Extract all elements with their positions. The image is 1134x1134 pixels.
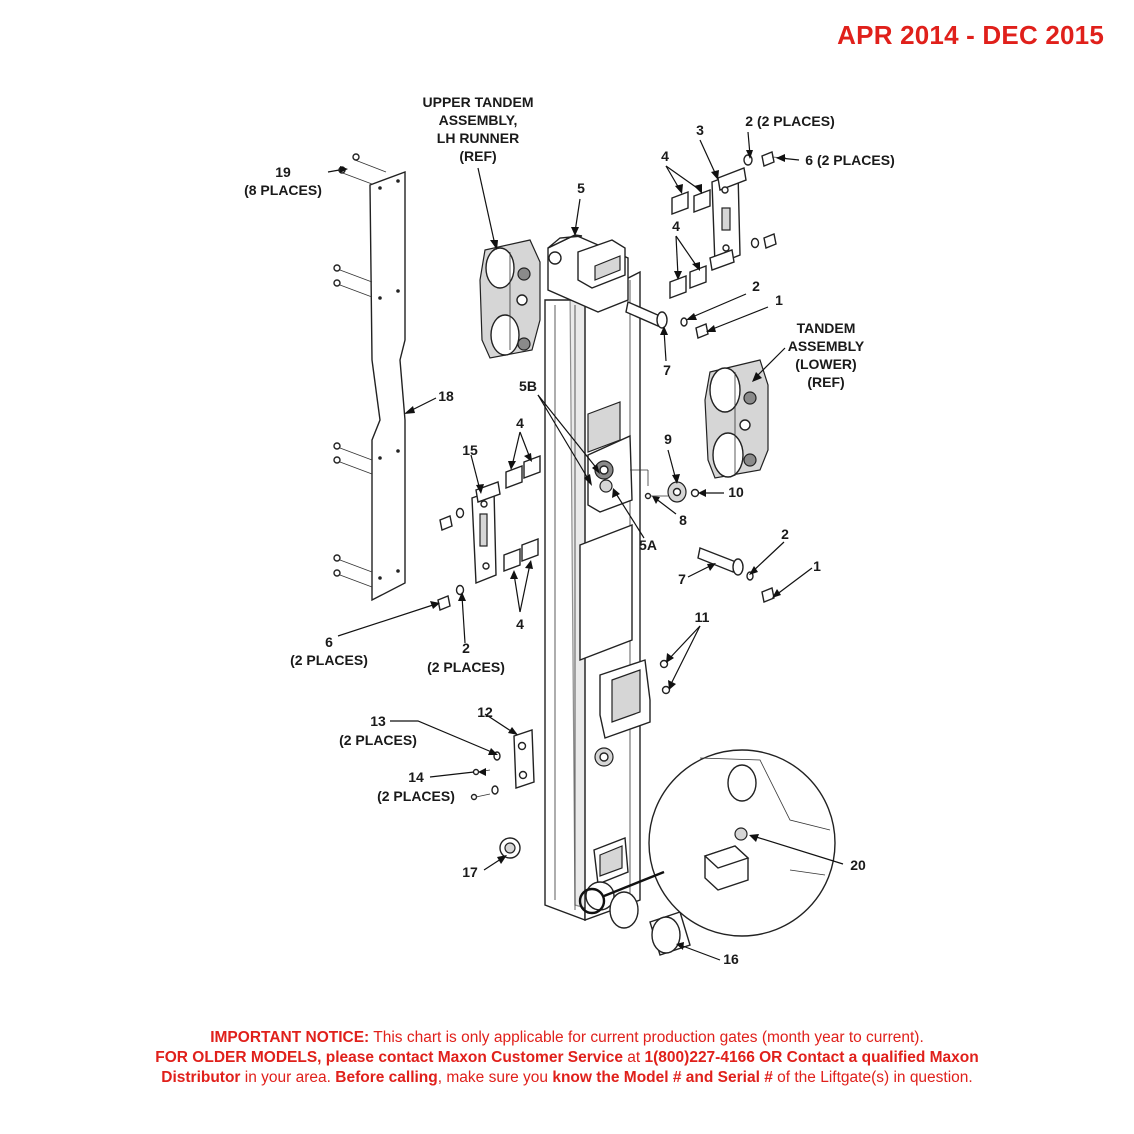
arrowheads bbox=[340, 150, 785, 950]
callout-7-mid: 7 bbox=[663, 362, 671, 378]
callout-4-a: 4 bbox=[661, 148, 669, 164]
callout-4-c: 4 bbox=[516, 415, 524, 431]
notice-l1-text: This chart is only applicable for curren… bbox=[369, 1029, 924, 1046]
label-tandem-lower-3: (LOWER) bbox=[795, 356, 856, 372]
callout-11: 11 bbox=[695, 609, 710, 625]
screws-11 bbox=[659, 659, 671, 695]
callout-1-mid: 1 bbox=[775, 292, 783, 308]
callout-2-mid: 2 bbox=[752, 278, 760, 294]
callout-14: 14 bbox=[408, 769, 424, 785]
label-tandem-lower-4: (REF) bbox=[807, 374, 844, 390]
label-tandem-lower-1: TANDEM bbox=[797, 320, 856, 336]
callout-2-low2-places: (2 PLACES) bbox=[427, 659, 505, 675]
callout-6-top: 6 (2 PLACES) bbox=[805, 152, 894, 168]
callout-5a: 5A bbox=[639, 537, 657, 553]
callout-3: 3 bbox=[696, 122, 704, 138]
notice-line-2: FOR OLDER MODELS, please contact Maxon C… bbox=[0, 1048, 1134, 1068]
callout-8: 8 bbox=[679, 512, 687, 528]
bracket-3 bbox=[709, 167, 747, 271]
pin-7-lower bbox=[697, 547, 775, 603]
notice-l2-bold2: 1(800)227-4166 OR Contact a qualified Ma… bbox=[644, 1049, 979, 1066]
notice-l2-text: at bbox=[622, 1049, 645, 1066]
notice-l2-bold: FOR OLDER MODELS, please contact Maxon C… bbox=[155, 1049, 623, 1066]
callout-13: 13 bbox=[370, 713, 386, 729]
label-upper-tandem-4: (REF) bbox=[459, 148, 496, 164]
wear-pads-4-top bbox=[669, 188, 711, 300]
important-notice: IMPORTANT NOTICE: This chart is only app… bbox=[0, 1028, 1134, 1088]
notice-line-3: Distributor in your area. Before calling… bbox=[0, 1068, 1134, 1088]
notice-line-1: IMPORTANT NOTICE: This chart is only app… bbox=[0, 1028, 1134, 1048]
bushing-17 bbox=[499, 837, 521, 859]
date-range-title: APR 2014 - DEC 2015 bbox=[837, 20, 1104, 50]
notice-l3-text2: , make sure you bbox=[437, 1069, 553, 1086]
hardware-8-9-10 bbox=[630, 469, 700, 503]
callout-12: 12 bbox=[477, 704, 493, 720]
callout-13-places: (2 PLACES) bbox=[339, 732, 417, 748]
label-upper-tandem-1: UPPER TANDEM bbox=[423, 94, 534, 110]
notice-l3-text: in your area. bbox=[240, 1069, 336, 1086]
exploded-view-drawing: 19 (8 PLACES) UPPER TANDEM ASSEMBLY, LH … bbox=[244, 94, 895, 967]
lower-tandem-assembly bbox=[704, 359, 769, 479]
callout-10: 10 bbox=[728, 484, 744, 500]
callout-19-places: (8 PLACES) bbox=[244, 182, 322, 198]
callout-20: 20 bbox=[850, 857, 866, 873]
callout-15: 15 bbox=[462, 442, 478, 458]
callout-5b: 5B bbox=[519, 378, 537, 394]
notice-l3-bold2: Before calling bbox=[335, 1069, 438, 1086]
block-12 bbox=[470, 729, 535, 801]
leader-lines bbox=[327, 131, 844, 961]
callout-4-b: 4 bbox=[672, 218, 680, 234]
runner-column bbox=[544, 234, 651, 922]
pin-7-upper bbox=[625, 301, 709, 339]
label-upper-tandem-2: ASSEMBLY, bbox=[439, 112, 518, 128]
wear-pads-4-left bbox=[503, 454, 541, 573]
callout-7-low: 7 bbox=[678, 571, 686, 587]
detail-view-20 bbox=[578, 749, 836, 937]
notice-l3-text3: of the Liftgate(s) in question. bbox=[772, 1069, 973, 1086]
hardware-top-right bbox=[743, 151, 787, 249]
callout-14-places: (2 PLACES) bbox=[377, 788, 455, 804]
callout-9: 9 bbox=[664, 431, 672, 447]
upper-tandem-assembly bbox=[479, 239, 541, 359]
callout-16: 16 bbox=[723, 951, 739, 967]
callout-18: 18 bbox=[438, 388, 454, 404]
callout-19: 19 bbox=[275, 164, 291, 180]
callout-5: 5 bbox=[577, 180, 585, 196]
callout-2-top: 2 (2 PLACES) bbox=[745, 113, 834, 129]
callout-17: 17 bbox=[462, 864, 478, 880]
callout-1-low: 1 bbox=[813, 558, 821, 574]
callout-4-d: 4 bbox=[516, 616, 524, 632]
plate-18 bbox=[369, 170, 406, 602]
callout-labels: 19 (8 PLACES) UPPER TANDEM ASSEMBLY, LH … bbox=[244, 94, 895, 967]
label-tandem-lower-2: ASSEMBLY bbox=[788, 338, 865, 354]
notice-l3-bold: Distributor bbox=[161, 1069, 241, 1086]
label-upper-tandem-3: LH RUNNER bbox=[437, 130, 519, 146]
callout-2-low2: 2 bbox=[462, 640, 470, 656]
callout-2-low: 2 bbox=[781, 526, 789, 542]
callout-6-low-places: (2 PLACES) bbox=[290, 652, 368, 668]
notice-l3-bold3: know the Model # and Serial # bbox=[552, 1069, 773, 1086]
bracket-15 bbox=[437, 481, 501, 611]
callout-6-low: 6 bbox=[325, 634, 333, 650]
notice-l1-bold: IMPORTANT NOTICE: bbox=[210, 1029, 370, 1046]
